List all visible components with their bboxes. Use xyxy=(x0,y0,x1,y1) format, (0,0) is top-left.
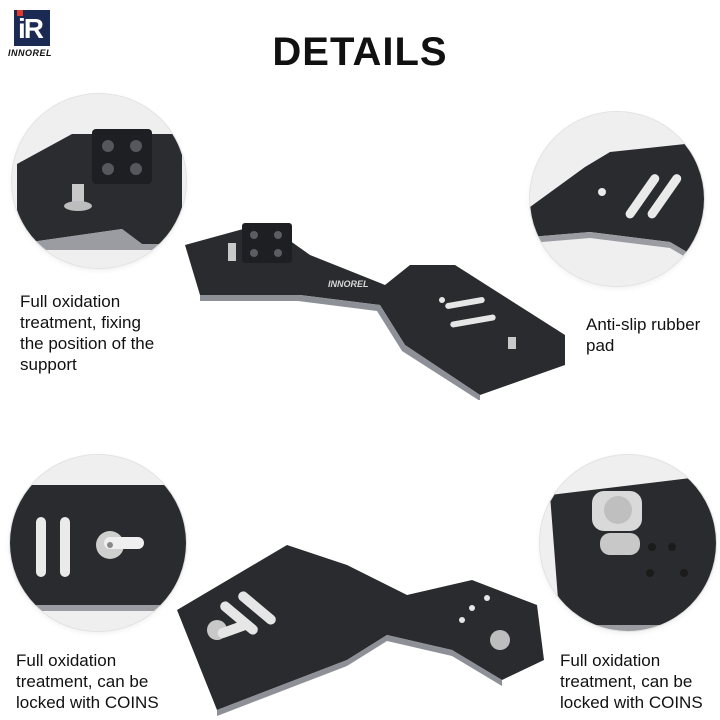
logo-text: INNOREL xyxy=(8,48,52,58)
detail-circle-top-left xyxy=(12,94,186,268)
caption-top-left: Full oxidation treatment, fixing the pos… xyxy=(20,291,154,375)
bracket-image-bottom xyxy=(177,545,544,716)
caption-bottom-right: Full oxidation treatment, can be locked … xyxy=(560,650,703,713)
logo-mark-text: iR xyxy=(18,13,44,44)
caption-bottom-left: Full oxidation treatment, can be locked … xyxy=(16,650,159,713)
caption-line: Full oxidation xyxy=(16,651,117,670)
detail-circle-bottom-left xyxy=(10,455,186,631)
caption-line: locked with COINS xyxy=(16,693,159,712)
detail-circle-top-right xyxy=(530,112,704,286)
caption-line: treatment, can be xyxy=(16,672,149,691)
detail-circle-bottom-right xyxy=(540,455,716,631)
caption-line: Full oxidation xyxy=(20,292,121,311)
brand-logo: iR INNOREL xyxy=(8,10,58,72)
caption-line: pad xyxy=(586,336,615,355)
caption-line: Anti-slip rubber xyxy=(586,315,701,334)
bracket-image-top: INNOREL xyxy=(185,223,565,400)
logo-accent xyxy=(17,10,23,16)
page-title: DETAILS xyxy=(272,30,448,74)
caption-line: treatment, fixing xyxy=(20,313,141,332)
caption-line: support xyxy=(20,355,77,374)
caption-line: Full oxidation xyxy=(560,651,661,670)
caption-line: locked with COINS xyxy=(560,693,703,712)
caption-line: treatment, can be xyxy=(560,672,693,691)
product-engraving: INNOREL xyxy=(328,279,369,289)
caption-line: the position of the xyxy=(20,334,155,353)
caption-top-right: Anti-slip rubber pad xyxy=(586,314,700,356)
logo-mark: iR xyxy=(14,10,50,46)
